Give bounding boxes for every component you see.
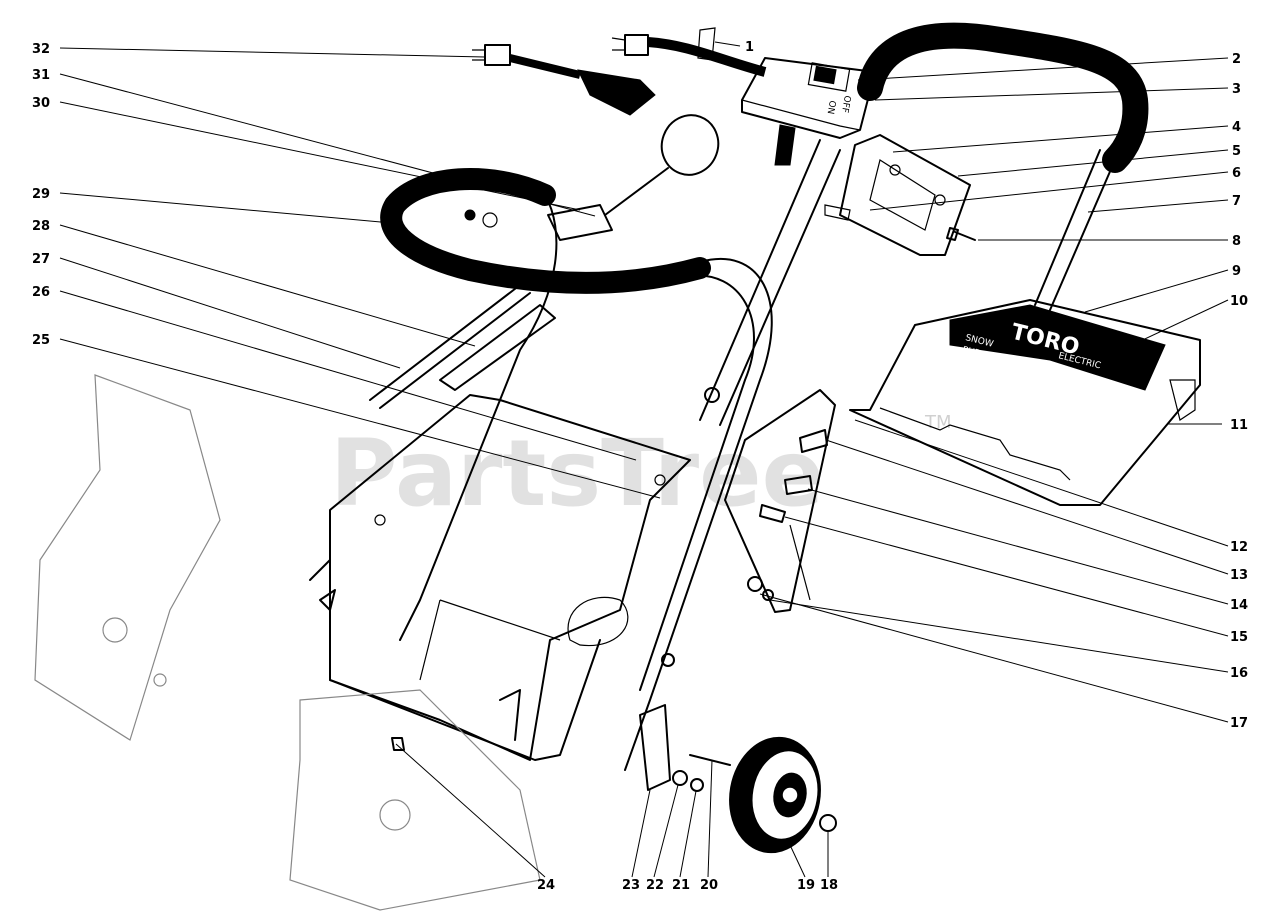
watermark: PartsTree TM (330, 412, 952, 527)
callout-30: 30 (32, 96, 50, 111)
callout-1: 1 (745, 40, 754, 55)
leader-3 (874, 87, 1229, 101)
callout-13: 13 (1230, 568, 1248, 583)
leader-17 (759, 593, 1229, 723)
leader-12 (854, 419, 1229, 547)
upper-handle-grip (857, 22, 1149, 173)
callout-22: 22 (646, 878, 664, 893)
leader-10 (1099, 299, 1229, 361)
screw-8 (946, 227, 976, 241)
bracket-28 (439, 304, 556, 391)
upper-handle-tube (1034, 149, 1116, 311)
callout-2: 2 (1232, 52, 1241, 67)
leader-23 (631, 789, 651, 878)
rod-27 (369, 284, 531, 409)
callout-21: 21 (672, 878, 690, 893)
hood: TORO SNOW PUP ELECTRIC (849, 299, 1201, 506)
bolt-24 (391, 737, 405, 751)
leader-2 (857, 57, 1229, 81)
leader-1 (714, 41, 741, 47)
leader-21 (679, 790, 697, 878)
leader-28 (59, 224, 476, 347)
leader-lines (59, 41, 1229, 878)
callout-14: 14 (1230, 598, 1248, 613)
callout-9: 9 (1232, 264, 1241, 279)
callout-12: 12 (1230, 540, 1248, 555)
callout-23: 23 (622, 878, 640, 893)
side-plate (724, 389, 836, 613)
leader-5 (957, 149, 1229, 177)
callout-25: 25 (32, 333, 50, 348)
callout-32: 32 (32, 42, 50, 57)
callout-4: 4 (1232, 120, 1241, 135)
extension-cord (472, 44, 656, 116)
switch-on-label: ON (825, 99, 837, 114)
callout-27: 27 (32, 252, 50, 267)
callout-3: 3 (1232, 82, 1241, 97)
lower-handle-tube (624, 257, 773, 771)
axle-parts (639, 653, 837, 832)
callout-8: 8 (1232, 234, 1241, 249)
leader-24 (395, 743, 546, 878)
leader-20 (707, 759, 713, 878)
hardware-31 (464, 204, 613, 241)
watermark-tm: TM (924, 412, 952, 433)
parts-artwork: ON OFF (34, 22, 1201, 911)
leader-14 (807, 488, 1229, 605)
hood-decal: TORO SNOW PUP ELECTRIC (949, 304, 1166, 391)
leader-22 (653, 784, 679, 878)
callout-17: 17 (1230, 716, 1248, 731)
chute-control-rod (604, 114, 720, 216)
leader-15 (784, 516, 1229, 637)
leader-29 (59, 192, 393, 224)
leader-30 (59, 101, 581, 211)
decal-model-2: PUP (961, 345, 981, 359)
leader-7 (1087, 199, 1229, 213)
lower-handle-left (399, 194, 558, 641)
wheel (729, 736, 821, 854)
callout-31: 31 (32, 68, 50, 83)
callout-6: 6 (1232, 166, 1241, 181)
leader-6 (869, 171, 1229, 211)
callout-5: 5 (1232, 144, 1241, 159)
switch-off-label: OFF (839, 94, 852, 113)
leader-19 (789, 844, 806, 878)
callout-29: 29 (32, 187, 50, 202)
callout-15: 15 (1230, 630, 1248, 645)
leader-4 (892, 125, 1229, 153)
callout-18: 18 (820, 878, 838, 893)
callout-16: 16 (1230, 666, 1248, 681)
callout-11: 11 (1230, 418, 1248, 433)
upper-handle-stem (699, 139, 841, 426)
callout-28: 28 (32, 219, 50, 234)
leader-27 (59, 257, 401, 369)
callout-20: 20 (700, 878, 718, 893)
leader-25 (59, 338, 661, 499)
leader-13 (825, 439, 1229, 575)
housing-frame (309, 394, 691, 761)
cord-plug (611, 27, 767, 77)
callout-labels: 1 2 3 4 5 6 7 8 9 10 11 12 13 14 15 16 1… (32, 40, 1248, 893)
callout-19: 19 (797, 878, 815, 893)
cord-bracket (824, 134, 971, 256)
callout-24: 24 (537, 878, 555, 893)
leader-26 (59, 290, 637, 461)
leader-9 (1084, 269, 1229, 313)
switch-box: ON OFF (741, 57, 876, 166)
leader-31 (59, 73, 596, 217)
callout-10: 10 (1230, 294, 1248, 309)
callout-7: 7 (1232, 194, 1241, 209)
watermark-text: PartsTree (330, 420, 824, 527)
leader-32 (59, 47, 486, 58)
leader-16 (769, 599, 1229, 673)
rear-plate (34, 374, 541, 911)
callout-26: 26 (32, 285, 50, 300)
